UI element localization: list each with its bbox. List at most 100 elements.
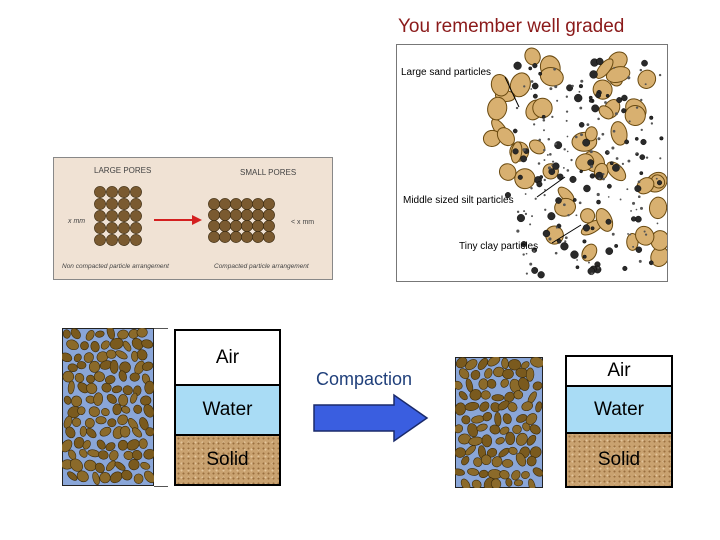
soil-grain (491, 394, 505, 402)
soil-grain (80, 341, 89, 351)
clay-particle (564, 236, 568, 240)
soil-grain (521, 401, 533, 412)
clay-particle (543, 178, 546, 182)
silt-particle (578, 84, 584, 89)
non-compacted-caption: Non compacted particle arrangement (62, 263, 170, 270)
pore-particle (230, 220, 242, 232)
soil-grain (501, 459, 514, 468)
soil-grain (105, 442, 116, 452)
clay-particle (658, 73, 662, 77)
silt-label: Middle sized silt particles (403, 195, 514, 206)
soil-grain (73, 353, 82, 362)
clay-particle (555, 226, 559, 229)
clay-particle (523, 85, 526, 88)
sand-particle (524, 47, 541, 66)
silt-particle (588, 95, 593, 100)
soil-grain (476, 423, 488, 432)
clay-particle (574, 135, 578, 139)
silt-particle (609, 161, 614, 166)
soil-grain (464, 402, 480, 411)
clay-particle (601, 132, 605, 136)
silt-particle (579, 169, 583, 174)
silt-particle (520, 155, 528, 163)
silt-particle (621, 108, 627, 114)
clay-particle (533, 123, 536, 126)
soil-grain (96, 439, 106, 450)
bottom-bracket-line (154, 486, 168, 487)
pore-particle (263, 220, 275, 232)
silt-particle (513, 61, 522, 70)
soil-grain (500, 378, 509, 388)
pore-particle (130, 222, 142, 234)
soil-grain (465, 359, 478, 371)
pore-particle (219, 209, 231, 221)
soil-grain (481, 434, 493, 448)
clay-particle (597, 117, 600, 121)
soil-grain (453, 424, 463, 434)
silt-particle (649, 115, 654, 120)
clay-particle (590, 272, 594, 276)
soil-grain (461, 415, 471, 425)
soil-grain (491, 456, 503, 468)
clay-particle (523, 210, 526, 213)
silt-particle (532, 63, 538, 69)
silt-particle (616, 97, 623, 104)
soil-grain (86, 382, 98, 395)
soil-grain (106, 460, 116, 472)
soil-grain (532, 381, 543, 391)
soil-grain (70, 328, 81, 340)
sand-particle (624, 105, 646, 126)
soil-grain (128, 459, 140, 471)
silt-particle (504, 192, 511, 199)
silt-particle (572, 198, 577, 202)
clay-particle (619, 198, 622, 201)
soil-grain (126, 439, 140, 451)
sand-particle (528, 139, 546, 155)
soil-grain (478, 378, 489, 390)
silt-particle (634, 185, 642, 193)
soil-grain (100, 340, 110, 350)
silt-particle (605, 93, 610, 98)
soil-grain (76, 470, 89, 483)
soil-grain (66, 339, 79, 351)
clay-particle (639, 206, 643, 210)
clay-pointer (551, 224, 582, 244)
soil-grain (505, 478, 513, 487)
soil-grain (458, 391, 468, 401)
soil-grain (454, 402, 466, 416)
soil-grain (469, 389, 482, 401)
sand-particle (580, 208, 596, 224)
clay-particle (537, 162, 541, 165)
soil-grain (458, 433, 471, 445)
silt-particle (556, 238, 562, 244)
clay-particle (637, 195, 641, 199)
pore-particle (106, 186, 118, 198)
silt-particle (605, 218, 612, 225)
clay-particle (538, 138, 542, 142)
soil-grain (133, 404, 143, 414)
silt-particle (536, 181, 543, 188)
compacted-caption: Compacted particle arrangement (214, 263, 310, 270)
soil-grain (529, 424, 541, 435)
large-pores-label: LARGE PORES (94, 166, 151, 175)
silt-particle (566, 84, 574, 92)
silt-particle (587, 159, 594, 166)
silt-particle (560, 242, 569, 251)
clay-particle (529, 262, 533, 266)
silt-pointer (536, 176, 566, 198)
clay-particle (580, 79, 584, 83)
soil-grain (109, 471, 123, 484)
silt-particle (582, 224, 590, 232)
pore-particle (94, 198, 106, 210)
clay-particle (627, 159, 631, 163)
pore-particle (106, 222, 118, 234)
soil-grain (526, 455, 537, 467)
clay-particle (534, 197, 537, 200)
clay-particle (566, 135, 569, 138)
clay-particle (566, 169, 570, 172)
clay-particle (632, 245, 635, 248)
sand-particle (575, 153, 595, 172)
soil-grain (486, 378, 497, 389)
clay-particle (640, 128, 643, 132)
clay-particle (524, 212, 528, 216)
